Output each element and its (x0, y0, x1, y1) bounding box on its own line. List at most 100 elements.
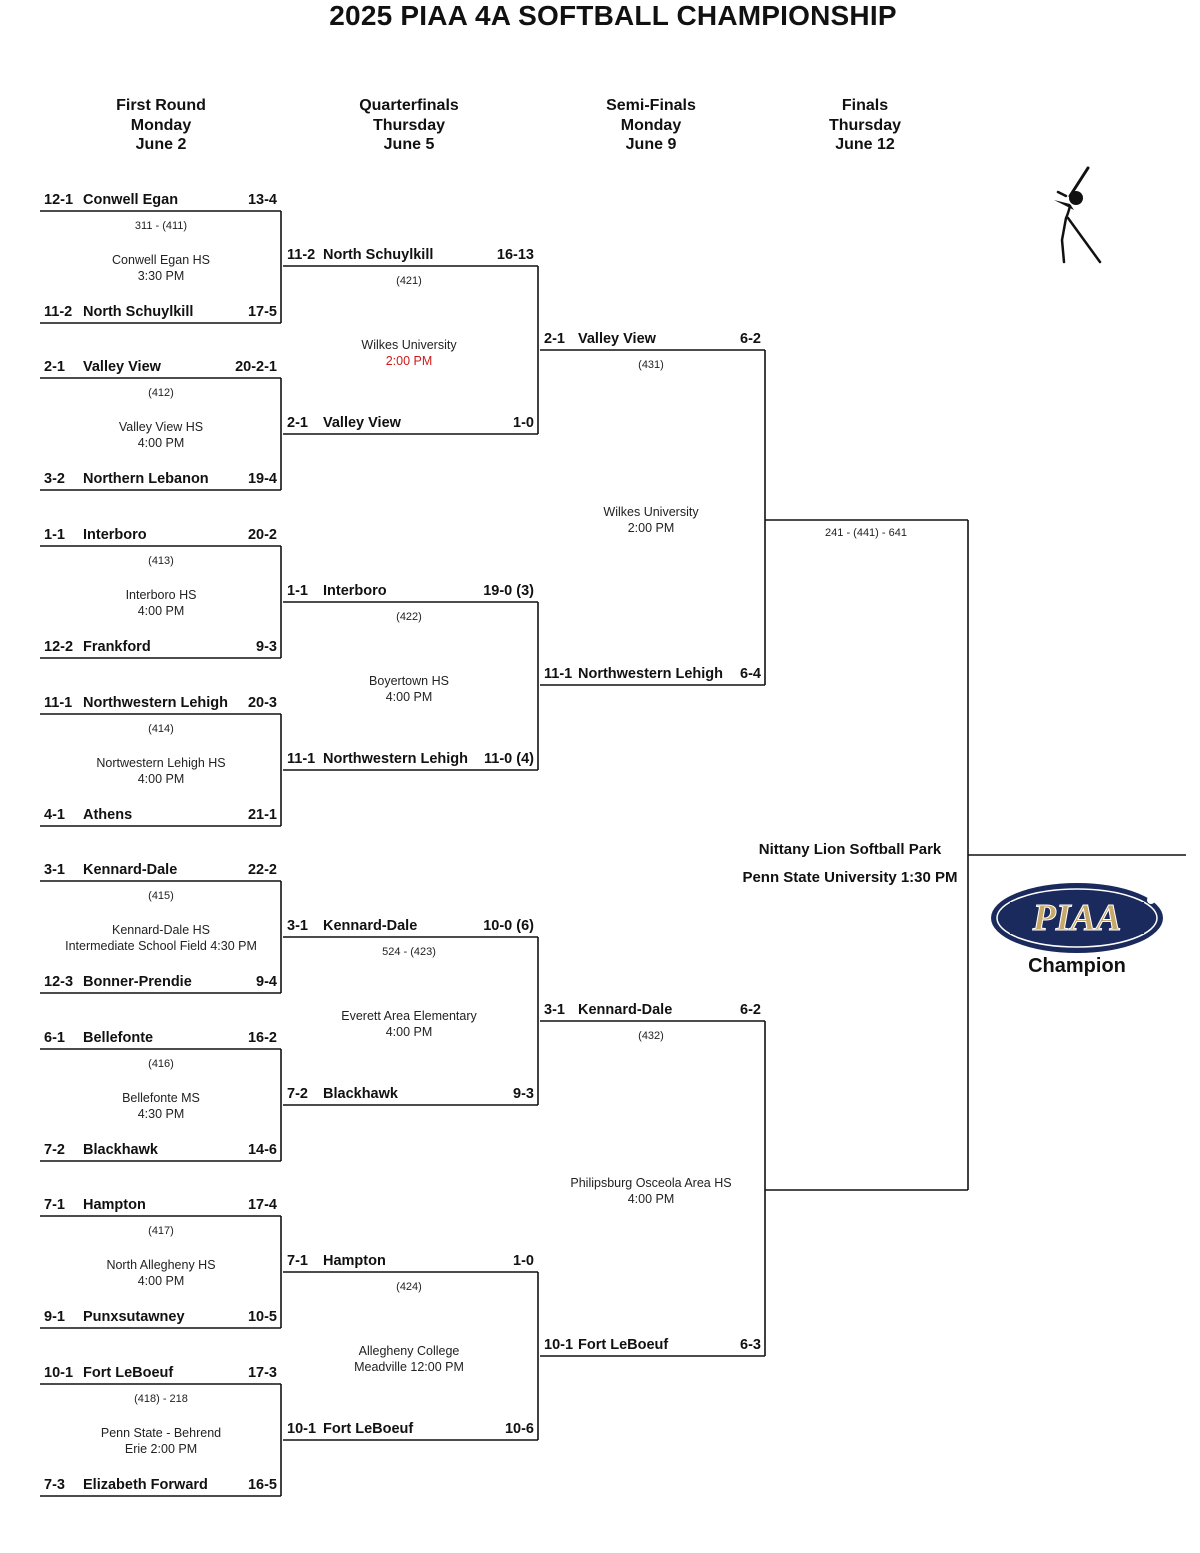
team-name: Valley View (578, 331, 656, 347)
team-seed: 4-1 (44, 807, 65, 823)
team-seed: 11-1 (544, 666, 573, 682)
round-day: Monday (620, 116, 682, 134)
team-score: 1-0 (513, 1253, 534, 1269)
game-time: 2:00 PM (627, 521, 675, 535)
round-name: Semi-Finals (606, 97, 696, 114)
game-number: (415) (148, 890, 174, 902)
game-number: 241 - (441) - 641 (825, 527, 907, 539)
venue-name: Boyertown HS (369, 674, 449, 688)
game-time: 4:00 PM (137, 772, 185, 786)
team-score: 10-5 (247, 1309, 277, 1325)
team-score: 10-6 (504, 1421, 534, 1437)
game-time: Intermediate School Field 4:30 PM (65, 939, 257, 953)
first-round-team-bottom: 7-3 Elizabeth Forward 16-5 (40, 1477, 281, 1497)
finals-venue-line2: Penn State University 1:30 PM (742, 869, 958, 886)
team-score: 17-4 (247, 1197, 277, 1213)
team-score: 16-5 (247, 1477, 277, 1493)
venue-name: Valley View HS (118, 420, 204, 434)
team-seed: 3-1 (287, 918, 308, 934)
round-day: Thursday (372, 116, 445, 134)
venue-name: Everett Area Elementary (341, 1009, 477, 1023)
team-score: 17-3 (247, 1365, 277, 1381)
team-name: Blackhawk (323, 1086, 398, 1102)
team-score: 20-2 (247, 527, 277, 543)
team-seed: 11-1 (287, 751, 316, 767)
team-seed: 2-1 (544, 331, 565, 347)
team-seed: 7-2 (44, 1142, 65, 1158)
first-round-team-top: 3-1 Kennard-Dale 22-2 (40, 862, 281, 882)
game-time: 4:30 PM (137, 1107, 185, 1121)
team-name: Northern Lebanon (83, 471, 209, 487)
team-score: 13-4 (247, 192, 277, 208)
team-score: 9-3 (513, 1086, 534, 1102)
team-score: 6-3 (740, 1337, 761, 1353)
round-day: Thursday (828, 116, 901, 134)
game-number: (432) (638, 1030, 664, 1042)
venue-name: Wilkes University (361, 338, 457, 352)
team-name: North Schuylkill (323, 247, 434, 263)
softball-batter-icon (1054, 166, 1102, 264)
game-time: 4:00 PM (627, 1192, 675, 1206)
team-score: 9-4 (256, 974, 277, 990)
venue-name: Penn State - Behrend (100, 1426, 222, 1440)
team-seed: 2-1 (44, 359, 65, 375)
game-number: 524 - (423) (382, 946, 436, 958)
team-seed: 12-1 (44, 192, 74, 208)
venue-name: Conwell Egan HS (112, 253, 210, 267)
team-score: 10-0 (6) (483, 918, 534, 934)
game-number: 311 - (411) (134, 220, 188, 232)
team-name: Fort LeBoeuf (578, 1337, 669, 1353)
team-seed: 1-1 (287, 583, 308, 599)
game-time: 4:00 PM (137, 604, 185, 618)
venue-name: North Allegheny HS (106, 1258, 216, 1272)
venue-name: Allegheny College (358, 1344, 460, 1358)
team-name: Kennard-Dale (83, 862, 178, 878)
team-name: Blackhawk (83, 1142, 158, 1158)
finals-venue: Nittany Lion Softball Park Penn State Un… (730, 836, 970, 892)
team-seed: 1-1 (44, 527, 65, 543)
game-time: Erie 2:00 PM (124, 1442, 198, 1456)
team-seed: 7-2 (287, 1086, 308, 1102)
team-name: Northwestern Lehigh (578, 666, 724, 682)
team-score: 19-0 (3) (483, 583, 534, 599)
team-seed: 3-1 (544, 1002, 565, 1018)
team-name: Elizabeth Forward (83, 1477, 208, 1493)
team-seed: 10-1 (44, 1365, 74, 1381)
team-name: North Schuylkill (83, 304, 194, 320)
round-date: June 9 (625, 136, 677, 153)
team-score: 22-2 (247, 862, 277, 878)
venue-name: Philipsburg Osceola Area HS (570, 1176, 732, 1190)
team-seed: 3-2 (44, 471, 65, 487)
svg-text:PIAA: PIAA (1032, 897, 1122, 939)
team-seed: 10-1 (287, 1421, 317, 1437)
game-number: (422) (396, 611, 422, 623)
page-title: 2025 PIAA 4A SOFTBALL CHAMPIONSHIP (329, 0, 897, 31)
team-name: Kennard-Dale (578, 1002, 673, 1018)
game-number: (424) (396, 1281, 422, 1293)
team-seed: 3-1 (44, 862, 65, 878)
team-score: 9-3 (256, 639, 277, 655)
game-number: (412) (148, 387, 174, 399)
round-date: June 12 (835, 136, 895, 153)
team-seed: 7-3 (44, 1477, 65, 1493)
round-header-first-round: First Round Monday June 2 (61, 96, 261, 155)
team-name: Kennard-Dale (323, 918, 418, 934)
team-score: 11-0 (4) (484, 751, 534, 767)
